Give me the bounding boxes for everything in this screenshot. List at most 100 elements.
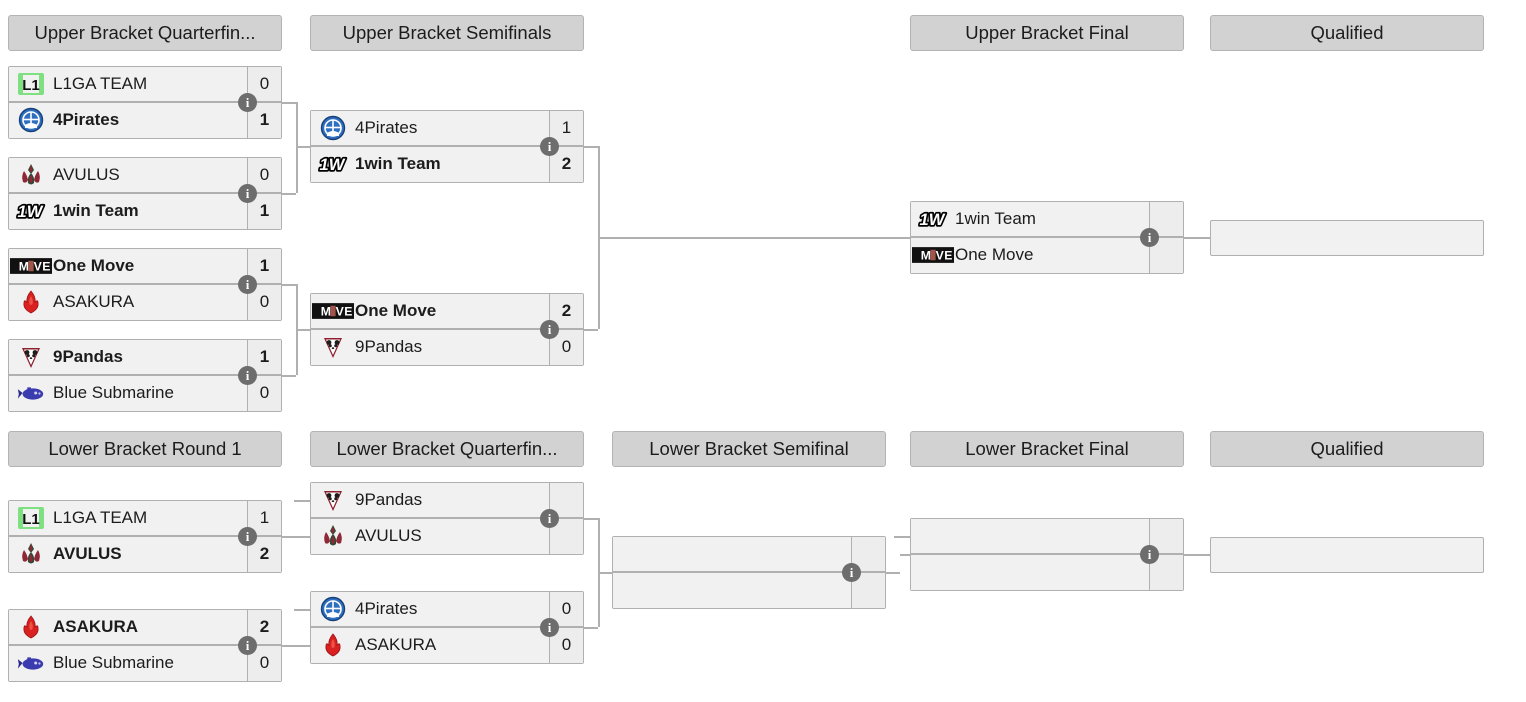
- connector-line: [584, 517, 598, 520]
- svg-text:VE: VE: [336, 304, 353, 318]
- svg-text:VE: VE: [936, 249, 953, 263]
- match-lower-semifinal[interactable]: [612, 536, 886, 609]
- team-name: One Move: [355, 300, 437, 320]
- info-icon[interactable]: i: [540, 617, 559, 637]
- team-name: ASAKURA: [53, 616, 138, 636]
- l1ga-logo: L1: [16, 505, 46, 531]
- team-name: Blue Submarine: [53, 653, 174, 673]
- info-icon[interactable]: i: [238, 365, 257, 385]
- submarine-logo: [16, 650, 46, 676]
- round-header-lower-final[interactable]: Lower Bracket Final: [910, 431, 1184, 467]
- connector-line: [894, 536, 910, 538]
- 9pandas-logo: [16, 344, 46, 370]
- team-logo-cell: [9, 376, 53, 412]
- round-header-lower-semifinal[interactable]: Lower Bracket Semifinal: [612, 431, 886, 467]
- match-upper-final[interactable]: 1W 1win Team M VE One Move: [910, 201, 1184, 274]
- connector-line: [282, 192, 296, 195]
- info-icon[interactable]: i: [1140, 544, 1159, 564]
- team-logo-cell: M VE: [9, 249, 53, 283]
- team-row-top[interactable]: 1W 1win Team: [911, 202, 1183, 238]
- 1win-logo: 1W: [11, 200, 51, 223]
- 4pirates-logo: [318, 596, 348, 622]
- connector-line: [294, 500, 310, 502]
- team-logo-cell: [911, 555, 955, 591]
- info-icon[interactable]: i: [238, 635, 257, 655]
- connector-line: [1184, 236, 1210, 239]
- info-icon[interactable]: i: [238, 92, 257, 112]
- team-logo-cell: [311, 628, 355, 664]
- team-logo-cell: M VE: [911, 238, 955, 274]
- team-row-bottom[interactable]: AVULUS: [311, 518, 583, 554]
- team-logo-cell: L1: [9, 501, 53, 535]
- asakura-logo: [16, 289, 46, 315]
- asakura-logo: [318, 632, 348, 658]
- team-logo-cell: L1: [9, 67, 53, 101]
- team-score: 2: [247, 610, 281, 644]
- connector-line: [296, 145, 310, 148]
- team-name: 1win Team: [355, 154, 441, 174]
- avulus-logo: [16, 541, 46, 567]
- team-name: 1win Team: [53, 201, 139, 221]
- info-icon[interactable]: i: [238, 183, 257, 203]
- team-row-bottom[interactable]: [613, 572, 885, 608]
- team-row-bottom[interactable]: [911, 554, 1183, 591]
- info-icon[interactable]: i: [540, 508, 559, 528]
- avulus-logo: [318, 523, 348, 549]
- asakura-logo: [16, 614, 46, 640]
- team-name: AVULUS: [53, 544, 122, 564]
- info-icon[interactable]: i: [540, 136, 559, 156]
- info-icon[interactable]: i: [238, 526, 257, 546]
- match-lower-final[interactable]: [910, 518, 1184, 591]
- round-header-upper-qualified[interactable]: Qualified: [1210, 15, 1484, 51]
- team-row-top[interactable]: [911, 519, 1183, 555]
- connector-line: [296, 328, 310, 331]
- round-header-lower-round1[interactable]: Lower Bracket Round 1: [8, 431, 282, 467]
- team-logo-cell: [9, 285, 53, 321]
- round-header-upper-quarterfinals[interactable]: Upper Bracket Quarterfin...: [8, 15, 282, 51]
- team-row-top[interactable]: [613, 537, 885, 573]
- connector-line: [282, 374, 296, 377]
- round-header-lower-quarterfinals[interactable]: Lower Bracket Quarterfin...: [310, 431, 584, 467]
- connector-line: [1184, 553, 1210, 556]
- qualified-slot-upper[interactable]: [1210, 220, 1484, 256]
- info-icon[interactable]: i: [1140, 227, 1159, 247]
- info-icon[interactable]: i: [842, 562, 861, 582]
- qualified-slot-lower[interactable]: [1210, 537, 1484, 573]
- onemove-logo: M VE: [912, 245, 954, 265]
- round-header-upper-semifinals[interactable]: Upper Bracket Semifinals: [310, 15, 584, 51]
- team-name: 9Pandas: [355, 337, 423, 357]
- info-icon[interactable]: i: [540, 319, 559, 339]
- match-lower-qf-1[interactable]: 9Pandas AVULUS: [310, 482, 584, 555]
- connector-line: [294, 609, 310, 611]
- team-row-top[interactable]: 9Pandas: [311, 483, 583, 519]
- round-header-lower-qualified[interactable]: Qualified: [1210, 431, 1484, 467]
- team-logo-cell: [9, 158, 53, 192]
- info-icon[interactable]: i: [238, 274, 257, 294]
- team-row-top[interactable]: ASAKURA 2: [9, 610, 281, 646]
- 4pirates-logo: [16, 107, 46, 133]
- round-header-upper-final[interactable]: Upper Bracket Final: [910, 15, 1184, 51]
